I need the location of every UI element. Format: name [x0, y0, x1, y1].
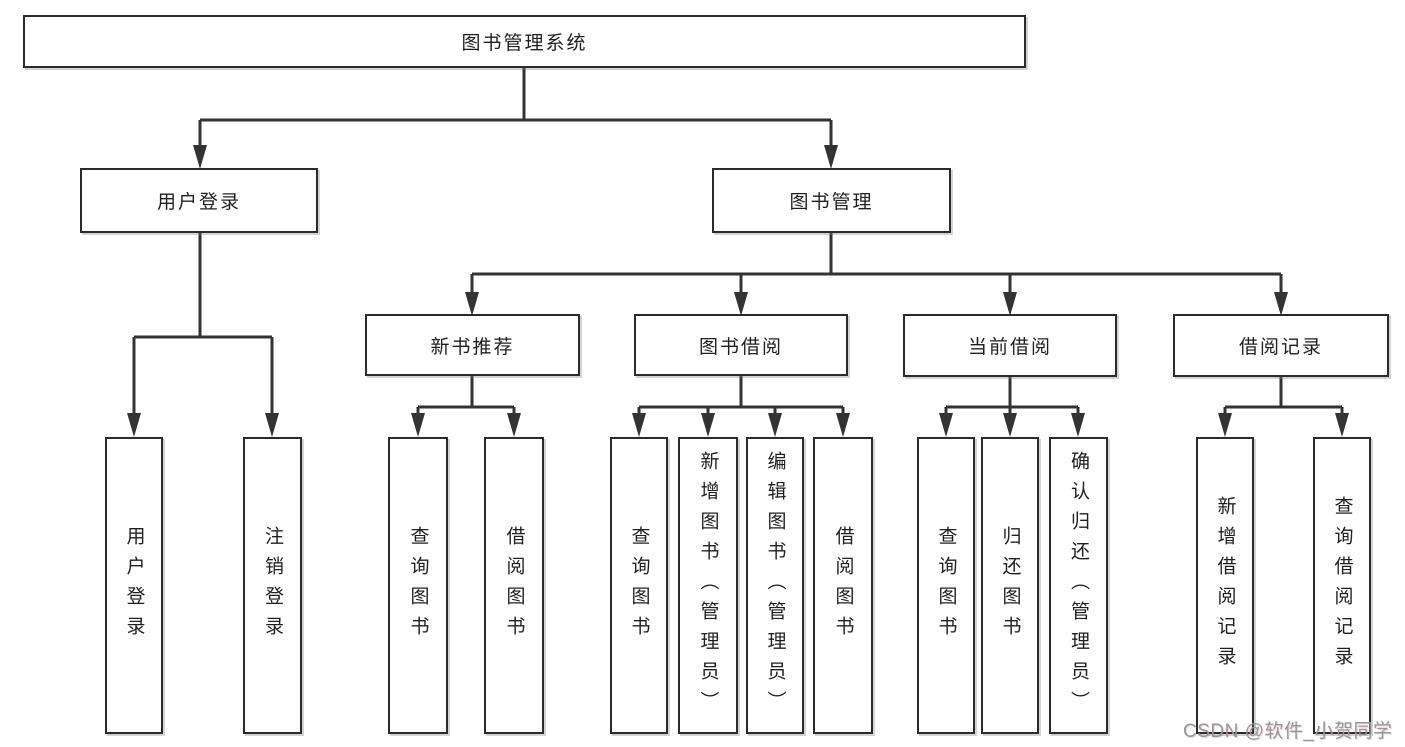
node-current-borrowing: 当前借阅 — [903, 314, 1117, 377]
node-book-borrowing: 图书借阅 — [634, 314, 848, 376]
connector-new-book-rec-children — [411, 376, 521, 437]
connector-borrow-record-children — [1218, 377, 1349, 437]
leaf-query-book: 查询图书 — [610, 437, 668, 734]
node-user-login: 用户登录 — [80, 168, 318, 233]
node-borrowing-records: 借阅记录 — [1173, 314, 1389, 377]
connector-user-login-children — [127, 233, 279, 437]
leaf-return-book: 归还图书 — [981, 437, 1039, 734]
leaf-borrow-book: 借阅图书 — [484, 437, 544, 734]
node-book-management: 图书管理 — [712, 168, 951, 233]
leaf-borrow-book: 借阅图书 — [813, 437, 873, 734]
leaf-confirm-return-admin: 确认归还（管理员） — [1049, 437, 1108, 734]
leaf-query-borrow-record: 查询借阅记录 — [1313, 437, 1371, 734]
connector-current-borrow-children — [939, 377, 1085, 437]
node-library-management-system: 图书管理系统 — [23, 15, 1026, 68]
csdn-watermark: CSDN @软件_小贺同学 — [1183, 721, 1393, 742]
leaf-query-book: 查询图书 — [388, 437, 448, 734]
leaf-logout: 注销登录 — [243, 437, 302, 734]
leaf-user-login: 用户登录 — [105, 437, 163, 734]
leaf-edit-book-admin: 编辑图书（管理员） — [746, 437, 804, 734]
connector-book-mgmt-children — [465, 233, 1288, 316]
leaf-query-book: 查询图书 — [917, 437, 975, 734]
leaf-add-book-admin: 新增图书（管理员） — [678, 437, 738, 734]
node-new-book-recommend: 新书推荐 — [365, 314, 580, 376]
connector-book-borrow-children — [632, 376, 850, 437]
connector-root-to-level2 — [193, 67, 838, 169]
leaf-add-borrow-record: 新增借阅记录 — [1196, 437, 1254, 734]
